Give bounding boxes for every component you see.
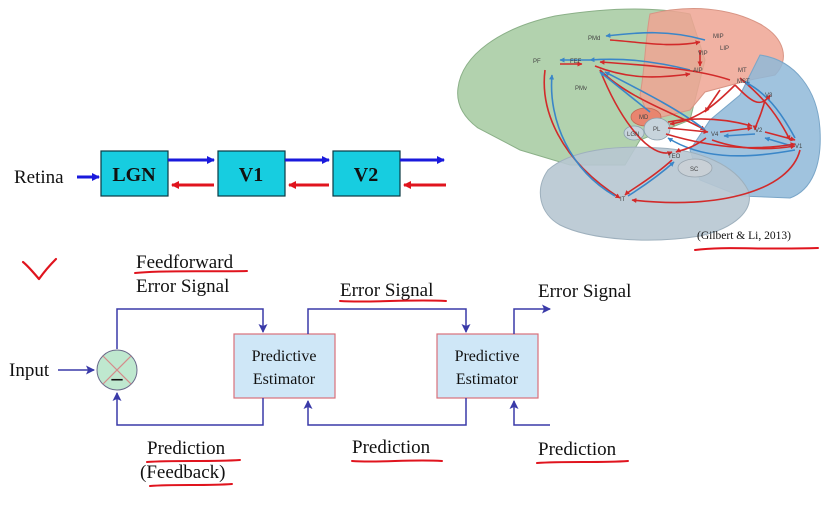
feedforward-error-arrow xyxy=(116,308,268,349)
region-label-pmd: PMd xyxy=(588,36,600,42)
output-error-signal-arrow xyxy=(513,304,551,334)
feedforward-underline xyxy=(134,270,248,274)
output-error-signal-label: Error Signal xyxy=(538,281,631,302)
region-label-mt: MT xyxy=(738,68,747,74)
region-label-pmv: PMv xyxy=(575,86,587,92)
region-label-v2: V2 xyxy=(755,128,763,134)
region-label-lip: LIP xyxy=(720,46,729,52)
brain-illustration: PMd MIP LIP VIP PF FEF AIP MT MST PMv V3… xyxy=(457,8,821,251)
brain-connections xyxy=(543,31,801,204)
check-annotation xyxy=(21,257,58,281)
region-label-mip: MIP xyxy=(713,34,724,40)
region-label-mst: MST xyxy=(737,79,750,85)
region-label-md: MD xyxy=(639,115,649,121)
region-label-it: IT xyxy=(620,197,626,203)
lgn-box xyxy=(100,150,169,197)
estimator-1-line-1: Predictive xyxy=(252,348,317,365)
comparator-minus-sign: – xyxy=(111,365,124,390)
feedback-underline xyxy=(149,483,233,487)
lgn-label: LGN xyxy=(112,164,156,186)
visual-pipeline: Retina LGN V1 V2 xyxy=(14,150,446,197)
region-label-pf: PF xyxy=(533,59,541,65)
retina-label: Retina xyxy=(14,167,64,188)
estimator-2-line-1: Predictive xyxy=(455,348,520,365)
estimator-1-line-2: Estimator xyxy=(253,371,316,388)
v2-label: V2 xyxy=(354,164,378,186)
v1-label: V1 xyxy=(239,164,263,186)
predictive-coding-model: Input – Feedforward Error Signal Predict… xyxy=(9,252,631,487)
prediction-left-underline xyxy=(146,459,241,463)
predictive-estimator-1 xyxy=(233,333,336,399)
prediction-left-label: Prediction xyxy=(147,438,226,459)
region-label-v3: V3 xyxy=(765,93,773,99)
middle-error-underline xyxy=(339,299,447,303)
v2-box xyxy=(332,150,401,197)
region-label-aip: AIP xyxy=(693,68,703,74)
estimator-2-line-2: Estimator xyxy=(456,371,519,388)
feedback-label: (Feedback) xyxy=(140,462,225,483)
citation-label: (Gilbert & Li, 2013) xyxy=(697,230,791,242)
v1-box xyxy=(217,150,286,197)
prediction-middle-underline xyxy=(351,459,443,463)
region-label-vip: VIP xyxy=(698,51,708,57)
prediction-right-underline xyxy=(536,460,629,464)
region-label-sc: SC xyxy=(690,167,699,173)
feedforward-label: Feedforward xyxy=(136,252,234,273)
citation-underline xyxy=(694,247,819,251)
region-label-v4: V4 xyxy=(711,132,719,138)
comparator-node: – xyxy=(96,349,138,391)
region-label-pl: PL xyxy=(653,127,661,133)
prediction-right-label: Prediction xyxy=(538,439,617,460)
input-label: Input xyxy=(9,360,50,381)
region-label-teo: TEO xyxy=(668,154,681,160)
prediction-middle-label: Prediction xyxy=(352,437,431,458)
region-label-v1: V1 xyxy=(795,144,803,150)
prediction-feedback-arrow xyxy=(112,392,264,426)
region-label-fef: FEF xyxy=(570,59,582,65)
middle-error-signal-arrow xyxy=(307,308,471,334)
region-label-lgn: LGN xyxy=(627,132,639,138)
middle-prediction-arrow xyxy=(303,398,467,426)
sc-nucleus xyxy=(677,158,713,178)
brain-region-labels: PMd MIP LIP VIP PF FEF AIP MT MST PMv V3… xyxy=(533,34,803,203)
feedforward-error-signal-label: Error Signal xyxy=(136,276,229,297)
predictive-estimator-2 xyxy=(436,333,539,399)
incoming-prediction-arrow xyxy=(509,400,550,426)
middle-error-signal-label: Error Signal xyxy=(340,280,433,301)
